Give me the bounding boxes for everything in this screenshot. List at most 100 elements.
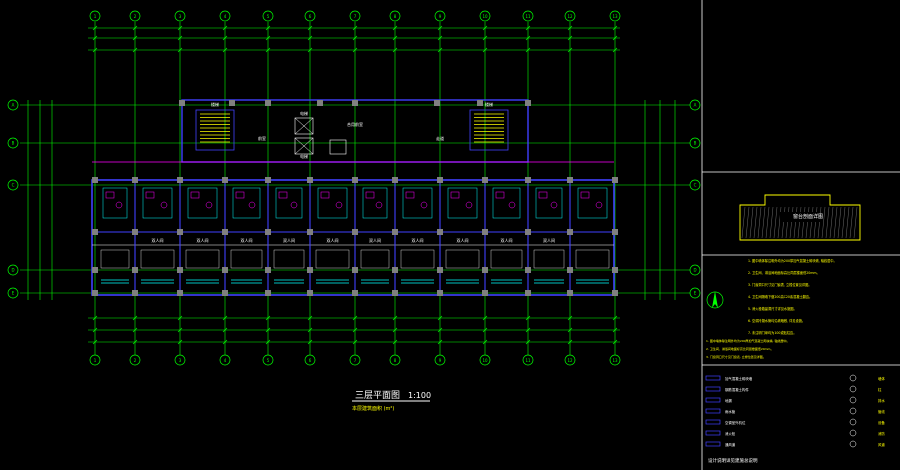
dimension-tick (437, 327, 443, 333)
dimension-tick (132, 35, 138, 41)
dimension-tick (132, 339, 138, 345)
note-line: 4. 卫生间隔墙下做200高C20素混凝土翻边。 (748, 294, 812, 299)
dimension-tick (525, 47, 531, 53)
side-footer: 设计说明详见建施总说明 (708, 457, 758, 464)
dimension-tick (177, 339, 183, 345)
dimension-tick (177, 25, 183, 31)
grid-letter-right: E (694, 291, 697, 296)
dimension-tick (222, 327, 228, 333)
elevator-cross (294, 137, 314, 155)
structural-column (567, 267, 573, 273)
structural-column (132, 229, 138, 235)
room-furniture (490, 249, 523, 269)
room-furniture (230, 249, 263, 269)
grid-number-bottom: 5 (267, 358, 270, 363)
dimension-tick (482, 315, 488, 321)
grid-number-bottom: 1 (94, 358, 97, 363)
room-label: 双人间 (241, 237, 253, 243)
grid-bubble-bottom (522, 354, 534, 366)
structural-column (567, 177, 573, 183)
structural-column (482, 229, 488, 235)
legend-swatch (705, 441, 721, 447)
structural-column (222, 229, 228, 235)
grid-bubble-left (7, 179, 19, 191)
dimension-tick (92, 327, 98, 333)
grid-number-top: 8 (394, 14, 397, 19)
dimension-tick (525, 35, 531, 41)
structural-column (352, 290, 358, 296)
sanitary-fixture (405, 191, 415, 199)
dimension-tick (132, 315, 138, 321)
dimension-tick (482, 339, 488, 345)
grid-bubble-top (434, 10, 446, 22)
grid-number-bottom: 7 (354, 358, 357, 363)
structural-column (177, 290, 183, 296)
structural-column (392, 267, 398, 273)
grid-bubble-top (479, 10, 491, 22)
grid-bubble-left (7, 137, 19, 149)
dimension-tick (392, 339, 398, 345)
grid-bubble-right (689, 137, 701, 149)
dimension-tick (92, 35, 98, 41)
dimension-tick (92, 339, 98, 345)
structural-column (352, 177, 358, 183)
room-furniture (100, 249, 130, 269)
dimension-tick (567, 35, 573, 41)
structural-column (525, 177, 531, 183)
structural-column (92, 229, 98, 235)
core-room-label: 走道 (436, 135, 444, 141)
dimension-tick (222, 47, 228, 53)
grid-bubble-bottom (389, 354, 401, 366)
grid-bubble-top (89, 10, 101, 22)
dimension-tick (352, 339, 358, 345)
section-hatch (753, 206, 758, 239)
structural-column (352, 267, 358, 273)
section-hatch (821, 206, 826, 239)
structural-column (132, 177, 138, 183)
grid-number-top: 3 (179, 14, 182, 19)
grid-number-bottom: 9 (439, 358, 442, 363)
legend-symbol-label: 柱 (878, 387, 882, 392)
structural-column (392, 229, 398, 235)
structural-column (612, 177, 618, 183)
dimension-tick (265, 47, 271, 53)
bathroom-block (275, 187, 303, 219)
legend-symbol-label: 消防 (878, 431, 885, 436)
grid-letter-left: B (12, 141, 15, 146)
dimension-tick (525, 25, 531, 31)
dimension-layer (27, 25, 676, 345)
room-furniture (400, 249, 435, 269)
legend-symbol-icon (849, 396, 857, 404)
bathroom-block (535, 187, 563, 219)
note-line-wide: 1. 图中墙体除注明外均为200厚加气混凝土砌块墙, 轴线居中。 (706, 338, 789, 343)
grid-bubble-bottom (304, 354, 316, 366)
legend-text: 地漏 (725, 398, 732, 403)
room-label: 双人间 (369, 237, 381, 243)
elevator-shaft (294, 137, 314, 155)
dimension-tick (265, 35, 271, 41)
section-hatch (765, 206, 770, 239)
section-detail-label: 窗台剖面详图 (793, 213, 823, 220)
grid-letter-right: D (693, 268, 696, 273)
note-line: 5. 消火栓箱留洞尺寸详见水施图。 (748, 306, 797, 311)
structural-column (317, 100, 323, 106)
legend-symbol-icon (849, 407, 857, 415)
grid-number-bottom: 4 (224, 358, 227, 363)
structural-column (307, 177, 313, 183)
structural-column (482, 177, 488, 183)
core-room-label: 楼梯 (211, 101, 219, 107)
elevator-cross (294, 117, 314, 135)
structural-column (437, 229, 443, 235)
grid-bubble-top (219, 10, 231, 22)
legend-symbol-icon (849, 440, 857, 448)
dimension-tick (307, 339, 313, 345)
dimension-tick (392, 327, 398, 333)
room-furniture (315, 249, 350, 269)
grid-bubble-right (689, 179, 701, 191)
grid-bubble-right (689, 99, 701, 111)
structural-column (437, 267, 443, 273)
structural-column (265, 100, 271, 106)
section-hatch (817, 206, 822, 239)
note-line: 6. 空调冷凝水管均沿墙暗敷, 详见设施。 (748, 318, 805, 323)
grid-bubble-bottom (609, 354, 621, 366)
